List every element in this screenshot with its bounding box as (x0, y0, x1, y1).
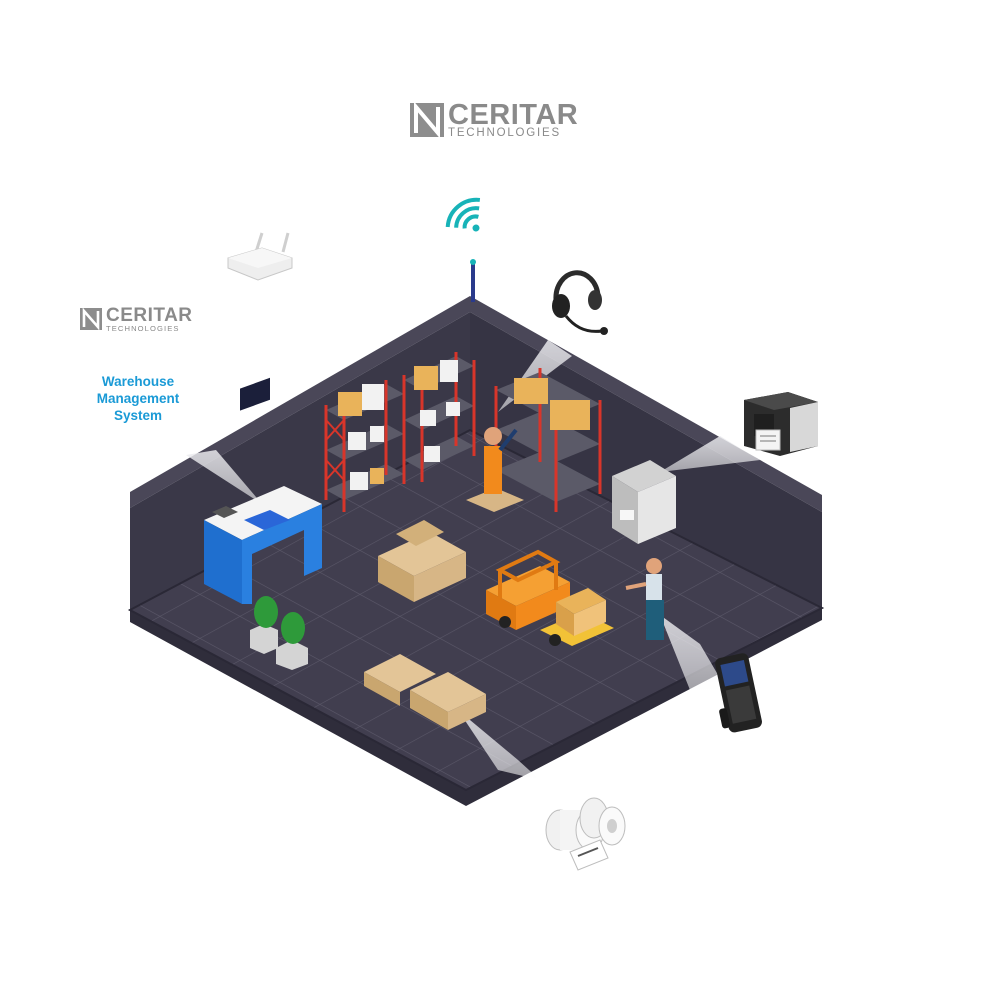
ceritar-logo-mark (410, 101, 444, 139)
pallet-stack (364, 654, 486, 730)
logo-brand: CERITAR (448, 99, 579, 131)
rack (324, 380, 406, 512)
pallet-stack (378, 520, 466, 602)
wms-label-line: Warehouse (101, 374, 175, 389)
forklift (486, 549, 614, 646)
logo-subtitle: TECHNOLOGIES (106, 324, 180, 333)
wms-label-line: System (113, 408, 163, 423)
storage-racks (324, 352, 602, 512)
plants (250, 596, 308, 670)
wms-label: Warehouse Management System (80, 373, 196, 424)
mobile-computer-icon (715, 653, 762, 733)
antenna (470, 259, 476, 302)
ceritar-logo-mark (80, 307, 102, 331)
label-rolls-icon (545, 797, 626, 871)
picker-worker (466, 427, 524, 512)
rack (494, 368, 602, 512)
router-icon (227, 232, 293, 281)
wifi-icon (445, 197, 481, 232)
ceritar-logo-side: CERITAR TECHNOLOGIES (80, 306, 193, 333)
wms-label-line: Management (96, 391, 180, 406)
desk (204, 377, 322, 604)
ceritar-logo-top: CERITAR TECHNOLOGIES (410, 101, 578, 140)
floor-printer (612, 460, 676, 544)
headset-icon (552, 270, 608, 335)
logo-brand: CERITAR (106, 305, 193, 326)
rack (402, 352, 476, 482)
label-printer-icon (744, 392, 818, 456)
logo-subtitle: TECHNOLOGIES (448, 127, 561, 139)
scanner-worker (625, 558, 664, 640)
